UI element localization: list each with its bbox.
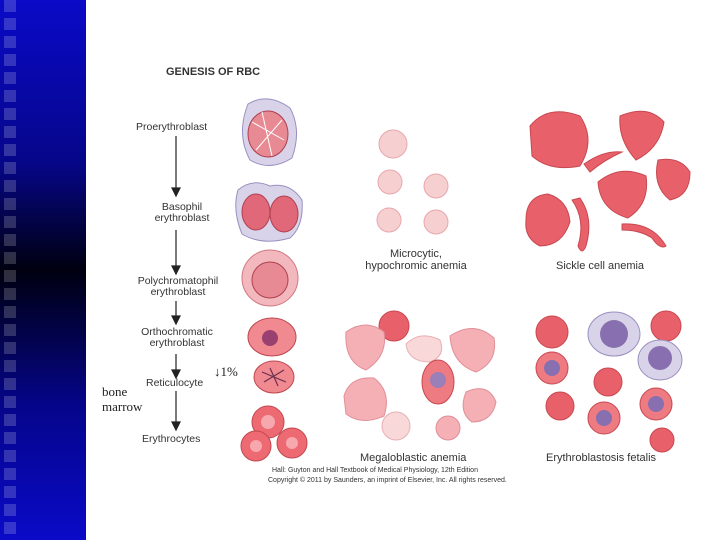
stage-polychromatophil: Polychromatophil erythroblast [137,275,219,298]
basophil-nucleus-a [241,193,271,231]
arrow-4-head [171,369,181,380]
figure-title: GENESIS OF RBC [166,66,261,78]
stage-orthochromatic: Orthochromatic erythroblast [141,326,213,349]
polychromatophil-nucleus [251,261,289,299]
caption-sickle: Sickle cell anemia [556,260,645,272]
location-label-line2: marrow [102,399,143,414]
erythroblastosis-cells [535,310,683,453]
caption-microcytic: Microcytic, hypochromic anemia [365,248,467,272]
arrow-3-head [171,315,181,326]
credit-line-1: Hall: Guyton and Hall Textbook of Medica… [272,467,478,474]
maturation-cells [235,98,308,462]
sidebar-pattern [4,0,16,540]
slide-sidebar [0,0,86,540]
megaloblastic-cells [343,310,497,441]
basophil-nucleus-b [269,195,299,233]
arrow-2-head [171,265,181,276]
caption-megaloblastic: Megaloblastic anemia [360,452,467,464]
caption-erythroblastosis: Erythroblastosis fetalis [546,452,657,464]
location-label-line1: bone [102,384,128,399]
arrow-1-head [171,187,181,198]
sickle-cells [525,110,691,252]
proerythroblast-nucleus [247,110,289,158]
percent-annotation: ↓1% [214,364,238,379]
microcytic-cells [376,129,449,235]
stage-reticulocyte: Reticulocyte [146,377,204,389]
orthochromatic-nucleus [262,330,278,346]
arrow-5-head [171,421,181,432]
credit-line-2: Copyright © 2011 by Saunders, an imprint… [268,477,507,484]
stage-basophil: Basophil erythroblast [154,201,210,224]
stage-erythrocytes: Erythrocytes [142,433,201,445]
stage-proerythroblast: Proerythroblast [136,121,208,133]
flow-arrows [171,136,181,432]
